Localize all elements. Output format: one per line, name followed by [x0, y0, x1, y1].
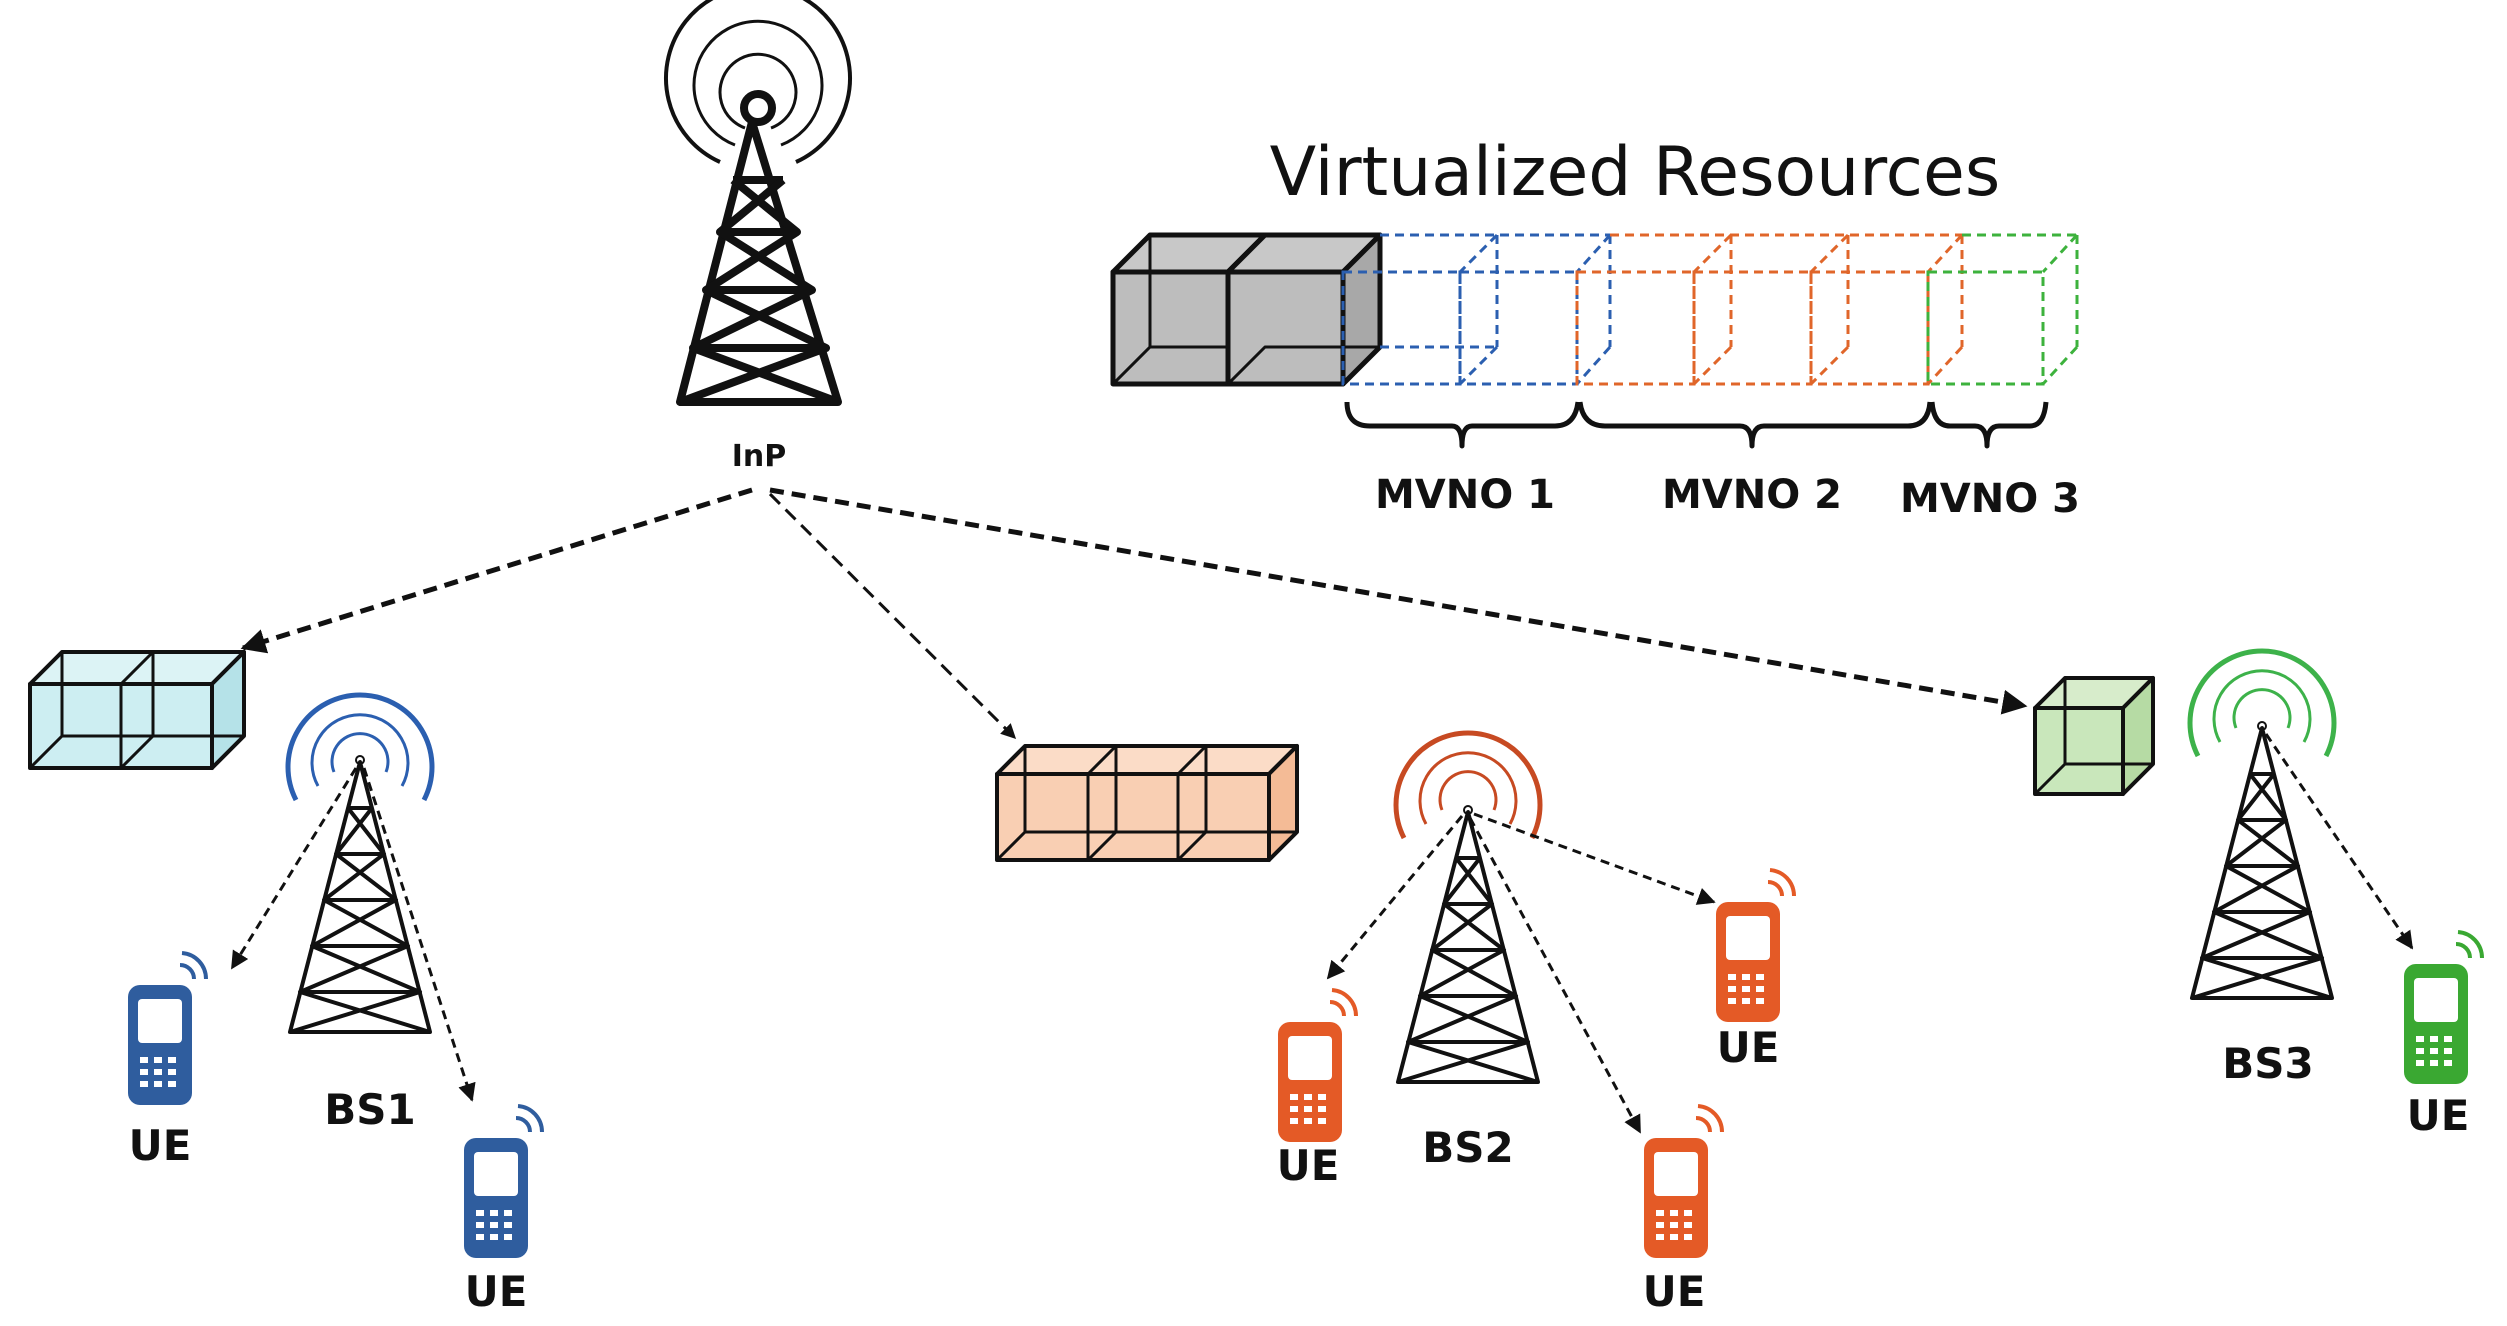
bs2-ue-arrows	[1326, 812, 1716, 1134]
ue-bs2-topright-label: UE	[1717, 1023, 1780, 1072]
ue-bs2-bottom-label: UE	[1643, 1267, 1706, 1316]
inp-allocation-arrows	[240, 487, 2028, 740]
bs2-label: BS2	[1422, 1123, 1514, 1172]
ue-bs1-left-label: UE	[129, 1121, 192, 1170]
bs2-signal-icon	[1393, 730, 1543, 840]
bs2-tower-icon	[1396, 810, 1540, 1084]
ue-bs3-phone-icon	[2402, 930, 2484, 1086]
ue-bs2-left-label: UE	[1277, 1141, 1340, 1190]
diagram-title: Virtualized Resources	[1270, 133, 2001, 212]
bs3-ue-arrows	[2264, 733, 2414, 950]
mvno2-label: MVNO 2	[1662, 472, 1842, 518]
bs3-label: BS3	[2222, 1039, 2314, 1088]
ue-bs2-topright-phone-icon	[1714, 868, 1797, 1024]
arrow-to-mvno2-slice	[768, 492, 1017, 740]
bs1-ue-arrows	[230, 767, 476, 1102]
mvno3-label: MVNO 3	[1900, 476, 2080, 522]
inp-label: InP	[732, 439, 787, 474]
mvno1-slice-cubes	[28, 650, 246, 770]
bs1-tower-icon	[288, 760, 432, 1034]
virtualized-resources: MVNO 1 MVNO 2 MVNO 3	[1110, 232, 2080, 522]
ue-bs3-label: UE	[2407, 1091, 2470, 1140]
ue-bs2-left-phone-icon	[1276, 988, 1359, 1144]
bs1-label: BS1	[324, 1085, 416, 1134]
mvno-braces	[1344, 401, 2049, 449]
arrow-to-mvno3-slice	[769, 487, 2028, 715]
ue-bs2-bottom-phone-icon	[1642, 1104, 1725, 1260]
bs3-tower-icon	[2190, 726, 2334, 1000]
grey-cube-2	[1225, 232, 1383, 387]
mvno2-virtual-cubes	[1575, 233, 1964, 386]
ue-bs1-right-label: UE	[465, 1267, 528, 1316]
mvno1-virtual-cubes	[1341, 233, 1612, 386]
ue-bs1-left-phone-icon	[126, 951, 209, 1107]
mvno3-virtual-cube	[1926, 233, 2079, 386]
mvno3-slice-cube	[2033, 676, 2155, 796]
mvno2-slice-cubes	[995, 744, 1299, 862]
arrow-to-mvno1-slice	[240, 487, 753, 654]
ue-bs1-right-phone-icon	[462, 1104, 545, 1260]
bs3-signal-icon	[2187, 648, 2337, 758]
inp-tower-icon	[676, 118, 842, 406]
bs1-signal-icon	[285, 692, 435, 802]
mvno1-label: MVNO 1	[1375, 472, 1555, 518]
bs2-tower: BS2	[1393, 730, 1543, 1172]
inp-signal-icon	[664, 0, 852, 164]
bs3-tower: BS3	[2187, 648, 2337, 1088]
bs1-tower: BS1	[285, 692, 435, 1134]
inp-tower: InP	[664, 0, 852, 474]
